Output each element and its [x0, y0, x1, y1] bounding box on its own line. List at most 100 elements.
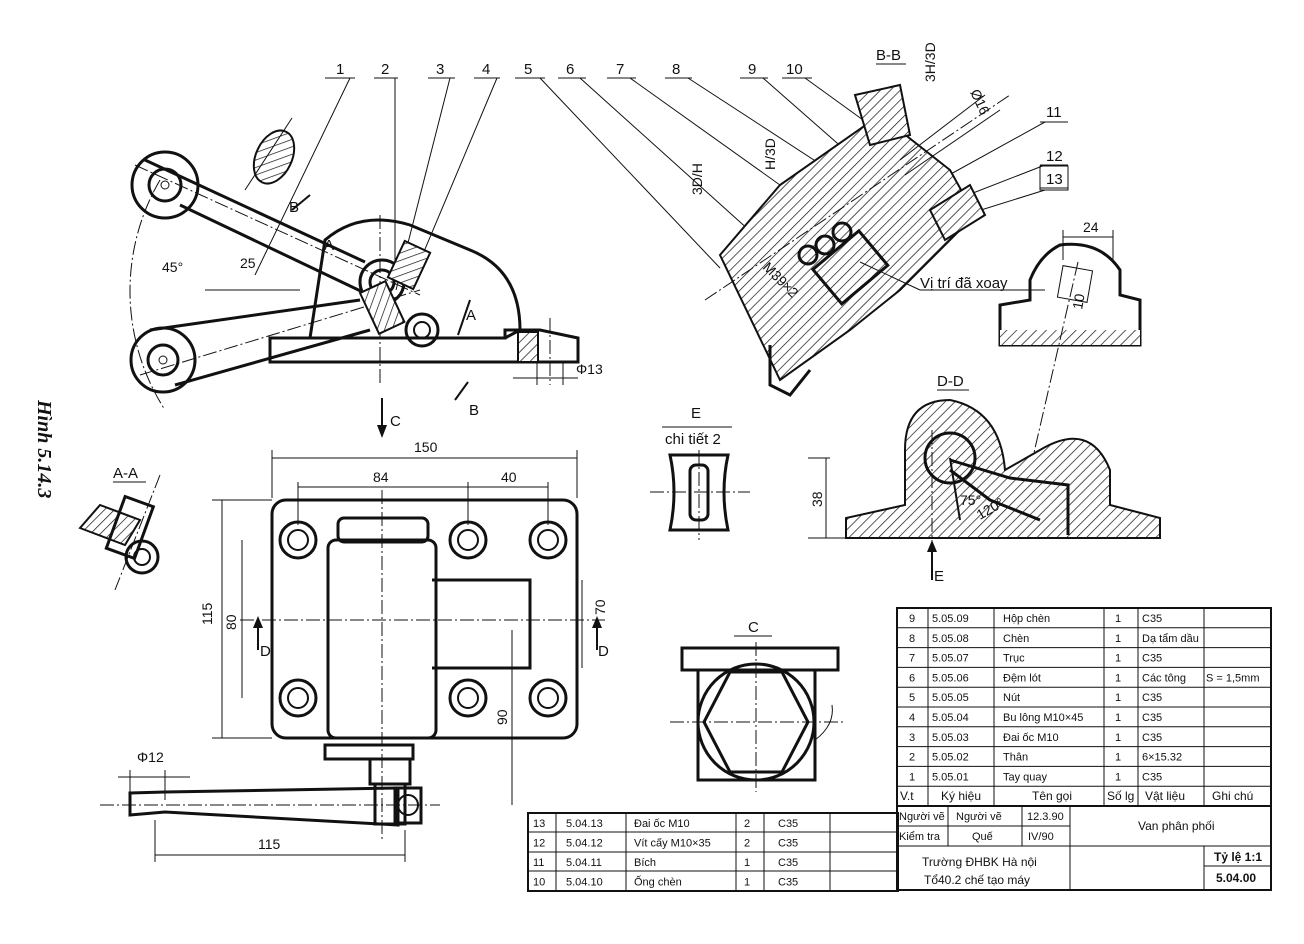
parts-table-upper-header-solg: Số lg [1107, 789, 1134, 803]
part-numbers: 1 2 3 4 5 6 7 8 9 10 11 12 13 [336, 61, 1063, 188]
dim-115-horizontal: 115 [258, 836, 281, 852]
fit-label-1: 3H/3D [922, 42, 938, 82]
parts-table-lower-cell-vt: 13 [533, 818, 545, 830]
parts-table-upper-cell-solg: 1 [1115, 672, 1121, 684]
dim-angle-75: 75° [960, 492, 981, 508]
parts-table-upper-cell-vatlieu: C35 [1142, 653, 1162, 665]
arrow-d-label-right: D [598, 643, 609, 660]
view-e: E chi tiết 2 [650, 405, 750, 540]
part-number-2: 2 [381, 61, 389, 78]
parts-table-upper-cell-vatlieu: Các tông [1142, 672, 1186, 684]
arrow-a-label-left: A [324, 237, 334, 254]
part-number-12: 12 [1046, 148, 1063, 165]
dim-10: 10 [1069, 292, 1087, 310]
parts-table-upper-cell-kyhieu: 5.05.04 [932, 712, 969, 724]
parts-table-upper-cell-solg: 1 [1115, 692, 1121, 704]
part-number-1: 1 [336, 61, 344, 78]
parts-table-upper-cell-kyhieu: 5.05.07 [932, 653, 969, 665]
arrow-d-label-left: D [260, 643, 271, 660]
parts-table-upper-cell-vt: 8 [909, 633, 915, 645]
part-number-10: 10 [786, 61, 803, 78]
dim-80: 80 [223, 614, 239, 630]
parts-table-upper-cell-solg: 1 [1115, 752, 1121, 764]
parts-table-upper-cell-vt: 3 [909, 732, 915, 744]
parts-table-upper-cell-tengoi: Đai ốc M10 [1003, 732, 1059, 744]
arrow-c-label: C [390, 413, 401, 430]
parts-table-lower-cell-solg: 2 [744, 818, 750, 830]
parts-table-upper-cell-kyhieu: 5.05.02 [932, 752, 969, 764]
parts-table-upper-cell-kyhieu: 5.05.01 [932, 771, 969, 783]
part-number-13: 13 [1046, 171, 1063, 188]
drawn-by-name: Người vẽ [956, 811, 1002, 823]
section-dd-title: D-D [937, 373, 964, 390]
section-dd: D-D 75° 120° 38 E [808, 373, 1161, 585]
checked-by-name: Quế [972, 831, 993, 843]
parts-table-upper-cell-tengoi: Bu lông M10×45 [1003, 712, 1083, 724]
dim-phi12: Φ12 [137, 749, 164, 765]
part-number-9: 9 [748, 61, 756, 78]
dim-115-vertical: 115 [199, 602, 215, 625]
parts-table-upper-header-vt: V.t [900, 789, 914, 803]
parts-table-upper-cell-tengoi: Tay quay [1003, 771, 1048, 783]
school-line-2: Tổ40.2 chế tạo máy [924, 873, 1030, 887]
parts-table-upper-cell-vt: 6 [909, 672, 915, 684]
section-aa: A-A [78, 465, 161, 591]
parts-table-lower-cell-vt: 11 [533, 857, 544, 869]
view-c: C [670, 619, 845, 792]
parts-table-lower-cell-vatlieu: C35 [778, 877, 798, 889]
parts-table-upper-cell-solg: 1 [1115, 712, 1121, 724]
checked-date: IV/90 [1028, 831, 1054, 843]
drawn-date: 12.3.90 [1027, 811, 1064, 823]
dim-phi13: Φ13 [576, 361, 603, 377]
parts-table-upper-cell-vatlieu: Dạ tẩm dầu [1142, 633, 1199, 645]
arrow-b-label-bottom: B [469, 402, 479, 419]
parts-table-upper-cell-kyhieu: 5.05.09 [932, 613, 969, 625]
parts-table-lower-cell-tengoi: Bích [634, 857, 656, 869]
title-block: Người vẽ Người vẽ 12.3.90 Kiểm tra Quế I… [896, 805, 1272, 891]
arrow-a-label-right: A [466, 307, 476, 324]
figure-caption: Hình 5.14.3 [33, 399, 55, 498]
parts-table-lower-cell-vatlieu: C35 [778, 818, 798, 830]
dim-25: 25 [240, 255, 256, 271]
parts-table-lower-cell-kyhieu: 5.04.10 [566, 877, 603, 889]
part-number-4: 4 [482, 61, 490, 78]
parts-table-upper-cell-kyhieu: 5.05.08 [932, 633, 969, 645]
dim-phi16: Ø16 [967, 87, 993, 118]
dim-40: 40 [501, 469, 517, 485]
parts-table-upper-cell-vt: 2 [909, 752, 915, 764]
view-arrow-c: C [377, 398, 401, 438]
parts-table-upper-cell-tengoi: Trục [1003, 653, 1025, 665]
parts-table-upper-cell-vatlieu: C35 [1142, 712, 1162, 724]
parts-table-lower-cell-vatlieu: C35 [778, 857, 798, 869]
parts-table-upper-cell-kyhieu: 5.05.05 [932, 692, 969, 704]
part-number-6: 6 [566, 61, 574, 78]
parts-table-lower-cell-kyhieu: 5.04.13 [566, 818, 603, 830]
parts-table-lower-cell-tengoi: Ống chèn [634, 875, 682, 889]
figure-caption-text: Hình 5.14.3 [33, 399, 55, 498]
parts-table-upper-cell-vt: 1 [909, 771, 915, 783]
parts-table-lower-cell-vatlieu: C35 [778, 838, 798, 850]
drawing-title: Van phân phối [1138, 819, 1215, 833]
view-c-title: C [748, 619, 759, 636]
parts-table-upper-cell-tengoi: Chèn [1003, 633, 1029, 645]
drawing-number: 5.04.00 [1216, 871, 1256, 885]
parts-table-upper-cell-tengoi: Thân [1003, 752, 1028, 764]
section-bb-title: B-B [876, 47, 901, 64]
dim-84: 84 [373, 469, 389, 485]
parts-table-upper-header-ghichu: Ghi chú [1212, 789, 1253, 803]
part-number-11: 11 [1046, 104, 1062, 121]
parts-table-lower-cell-tengoi: Vít cấy M10×35 [634, 838, 711, 850]
parts-table-upper-cell-solg: 1 [1115, 633, 1121, 645]
parts-table-upper-cell-vatlieu: C35 [1142, 732, 1162, 744]
parts-table-upper-cell-vatlieu: C35 [1142, 613, 1162, 625]
parts-table-upper-cell-kyhieu: 5.05.06 [932, 672, 969, 684]
parts-table-upper-header-vatlieu: Vật liệu [1145, 789, 1185, 803]
parts-table-lower-cell-solg: 1 [744, 857, 750, 869]
parts-table-upper-header-tengoi: Tên gọi [1032, 789, 1072, 803]
parts-table-upper-cell-vatlieu: 6×15.32 [1142, 752, 1182, 764]
parts-table-upper-cell-solg: 1 [1115, 732, 1121, 744]
scale: Tỷ lệ 1:1 [1214, 850, 1262, 864]
dim-90: 90 [494, 709, 510, 725]
parts-table-upper-cell-solg: 1 [1115, 613, 1121, 625]
